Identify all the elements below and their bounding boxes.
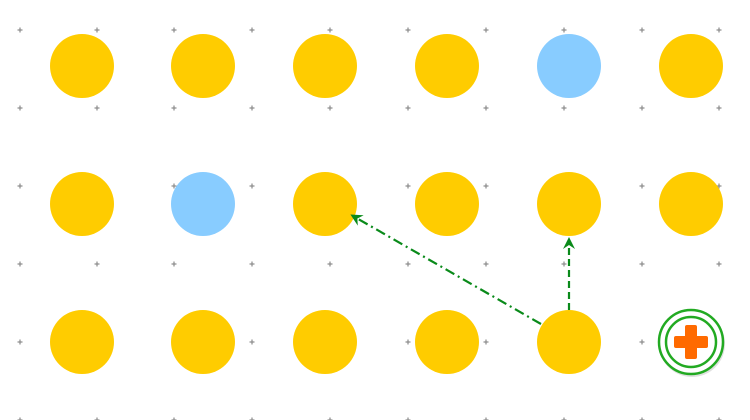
grid-marker (561, 27, 567, 33)
grid-marker (17, 417, 23, 420)
grid-marker (561, 105, 567, 111)
grid-marker (483, 261, 489, 267)
grid-marker (483, 339, 489, 345)
yellow-circle[interactable] (415, 310, 479, 374)
grid-marker (405, 339, 411, 345)
grid-marker (639, 105, 645, 111)
grid-marker (716, 417, 722, 420)
yellow-circle[interactable] (171, 310, 235, 374)
grid-marker (94, 261, 100, 267)
yellow-circle[interactable] (537, 310, 601, 374)
grid-marker (249, 261, 255, 267)
grid-marker (405, 105, 411, 111)
grid-marker (171, 261, 177, 267)
yellow-circle[interactable] (50, 310, 114, 374)
yellow-circle[interactable] (293, 172, 357, 236)
grid-marker (171, 27, 177, 33)
grid-marker (483, 183, 489, 189)
grid-marker (249, 183, 255, 189)
grid-marker (483, 105, 489, 111)
grid-marker (405, 417, 411, 420)
add-button[interactable] (657, 308, 725, 377)
grid-marker (405, 27, 411, 33)
grid-marker (327, 261, 333, 267)
grid-markers (17, 27, 722, 420)
grid-marker (94, 105, 100, 111)
grid-marker (483, 27, 489, 33)
yellow-circle[interactable] (415, 172, 479, 236)
yellow-circle[interactable] (293, 310, 357, 374)
move-arrows (350, 214, 575, 325)
grid-marker (639, 183, 645, 189)
yellow-circle[interactable] (659, 172, 723, 236)
grid-marker (171, 105, 177, 111)
grid-marker (171, 417, 177, 420)
blue-circle[interactable] (537, 34, 601, 98)
yellow-circle[interactable] (415, 34, 479, 98)
grid-marker (483, 417, 489, 420)
grid-marker (327, 105, 333, 111)
grid-marker (249, 105, 255, 111)
move-arrow (350, 214, 542, 325)
grid-marker (249, 339, 255, 345)
grid-marker (639, 339, 645, 345)
yellow-circle[interactable] (659, 34, 723, 98)
grid-marker (17, 105, 23, 111)
circle-grid (50, 34, 725, 377)
grid-marker (639, 27, 645, 33)
grid-marker (561, 261, 567, 267)
grid-marker (94, 417, 100, 420)
grid-marker (17, 27, 23, 33)
grid-marker (17, 183, 23, 189)
grid-marker (17, 261, 23, 267)
grid-marker (171, 183, 177, 189)
grid-marker (716, 105, 722, 111)
blue-circle[interactable] (171, 172, 235, 236)
grid-marker (639, 261, 645, 267)
yellow-circle[interactable] (50, 172, 114, 236)
yellow-circle[interactable] (171, 34, 235, 98)
yellow-circle[interactable] (537, 172, 601, 236)
grid-marker (561, 417, 567, 420)
yellow-circle[interactable] (50, 34, 114, 98)
grid-marker (249, 27, 255, 33)
grid-marker (17, 339, 23, 345)
grid-marker (327, 417, 333, 420)
grid-marker (716, 27, 722, 33)
grid-marker (639, 417, 645, 420)
grid-marker (405, 183, 411, 189)
grid-marker (716, 261, 722, 267)
grid-marker (405, 261, 411, 267)
grid-marker (327, 27, 333, 33)
yellow-circle[interactable] (293, 34, 357, 98)
grid-marker (249, 417, 255, 420)
grid-marker (94, 27, 100, 33)
plus-icon (674, 325, 708, 359)
